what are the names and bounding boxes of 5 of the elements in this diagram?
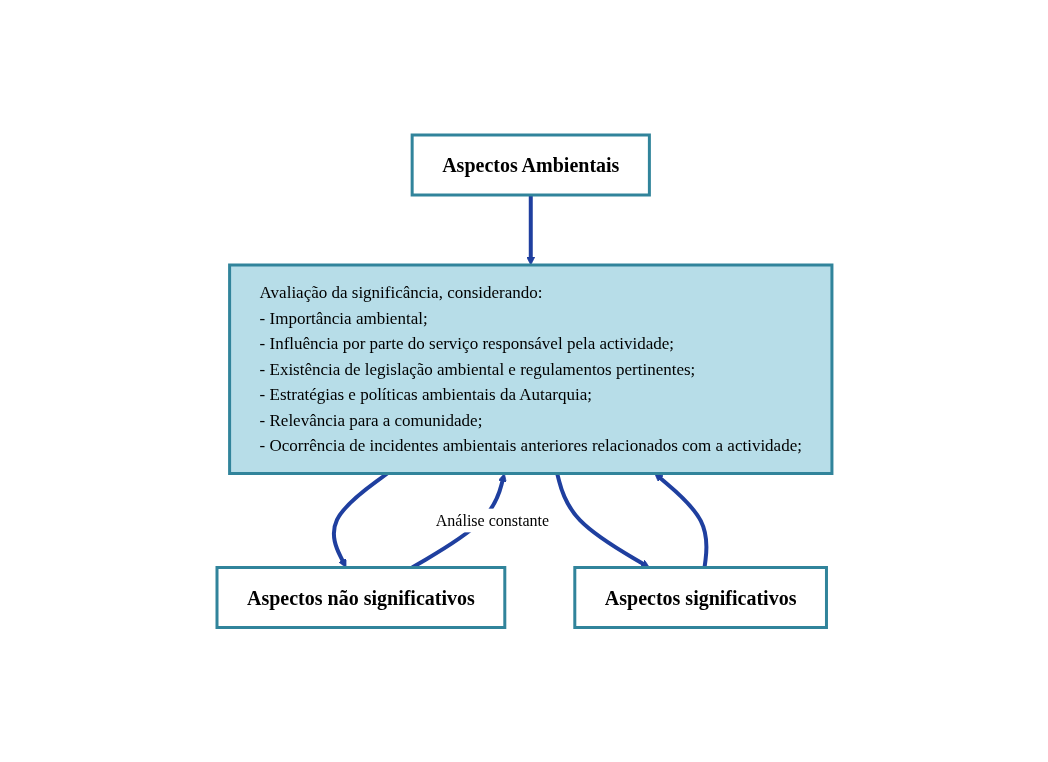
node-box: Aspectos Ambientais [410, 133, 651, 197]
node-box: Avaliação da significância, considerando: - Importância ambiental; - Influência por parte do serviço responsável pela actividade; - Existência de legislação ambiental e regulamentos pertinentes; - Estratégias e políticas ambientais da Autarquia; - Relevância para a comunidade; - Ocorrência de incidentes ambientais anteriores relacionados com a actividade; [227, 263, 833, 475]
edge-label: Análise constante [435, 511, 549, 529]
node-box: Aspectos não significativos [215, 565, 506, 629]
node-box: Aspectos significativos [572, 565, 828, 629]
